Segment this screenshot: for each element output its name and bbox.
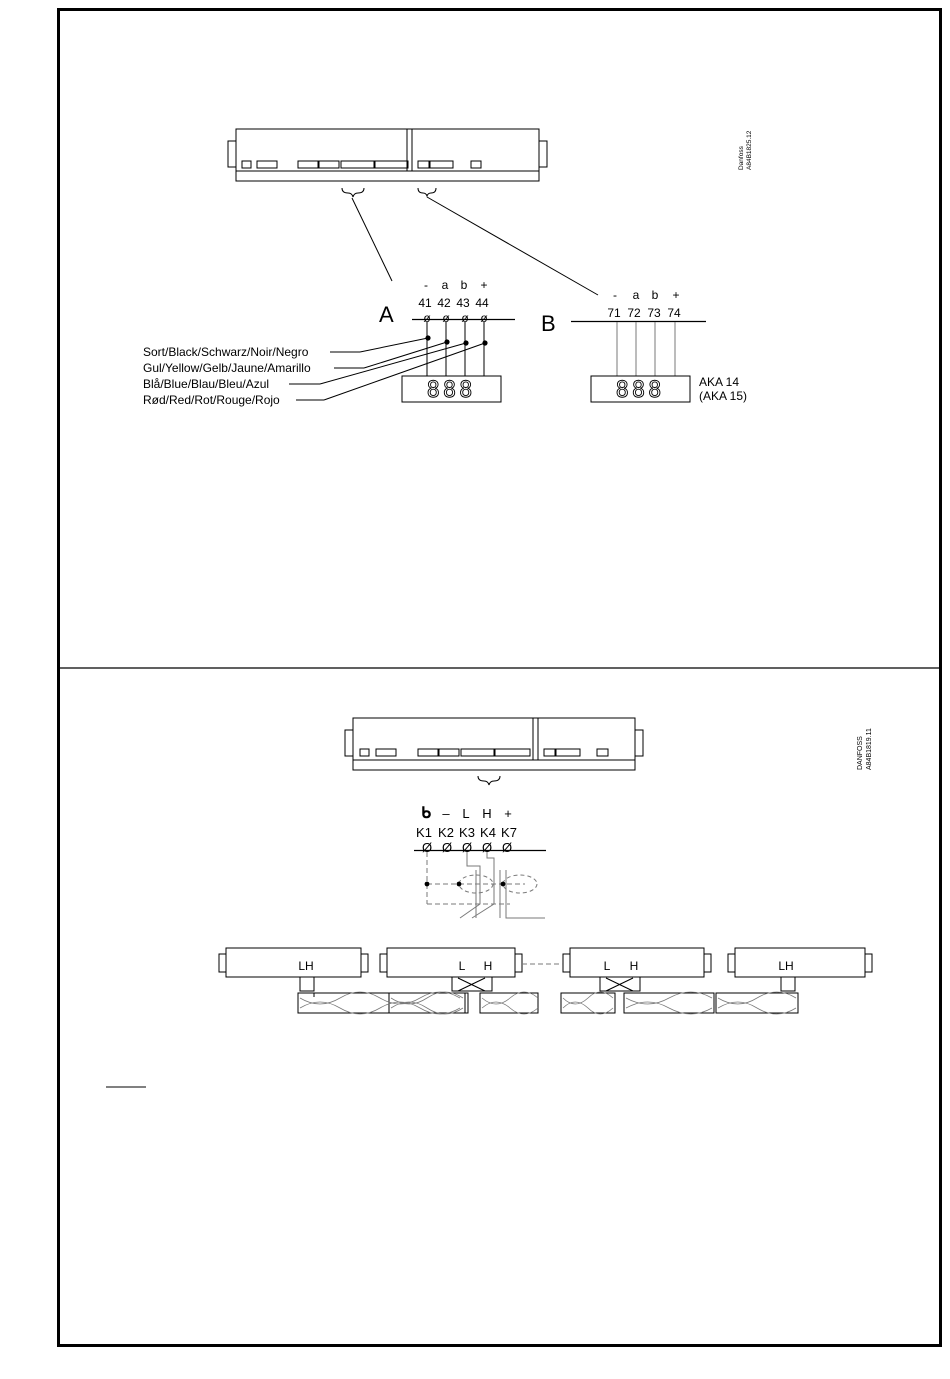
- bottom-controller-unit: [345, 718, 643, 770]
- bottom-ref-code-2: A84B1819.11: [866, 728, 873, 770]
- module-3-label-h: H: [630, 959, 639, 973]
- bottom-sign-minus: –: [442, 806, 450, 821]
- module-3-label-l: L: [604, 959, 611, 973]
- top-controller-unit: [228, 129, 547, 181]
- module-2-label-h: H: [484, 959, 493, 973]
- group-b-terminal-73: 73: [647, 306, 661, 320]
- group-b-sign-a: a: [633, 288, 640, 302]
- module-4-label: LH: [778, 959, 793, 973]
- display-label-aka15: (AKA 15): [699, 389, 747, 403]
- group-b-letter: B: [541, 311, 556, 336]
- bus-cable-lines: [427, 852, 545, 918]
- group-b-terminal-74: 74: [667, 306, 681, 320]
- bottom-sign-plus: +: [504, 806, 512, 821]
- group-a-display-digits: 888: [427, 378, 476, 403]
- bottom-unit-bracket: [478, 776, 500, 785]
- group-a-terminal-44: 44: [475, 296, 489, 310]
- wire-color-blue: Blå/Blue/Blau/Bleu/Azul: [143, 377, 269, 391]
- display-label-aka14: AKA 14: [699, 375, 739, 389]
- module-4: [716, 948, 872, 1013]
- group-a-terminal-42: 42: [437, 296, 451, 310]
- group-a-sign-a: a: [442, 278, 449, 292]
- wire-color-yellow: Gul/Yellow/Gelb/Jaune/Amarillo: [143, 361, 311, 375]
- bottom-terminal-k7: K7: [501, 825, 517, 840]
- bottom-terminal-k4: K4: [480, 825, 496, 840]
- group-b-sign-b: b: [652, 288, 659, 302]
- top-ref-code-1: Danfoss: [738, 145, 745, 170]
- group-b-sign-minus: -: [613, 288, 617, 302]
- bottom-terminal-k1: K1: [416, 825, 432, 840]
- group-a-sign-plus: +: [480, 278, 487, 292]
- network-modules: [219, 948, 872, 1013]
- group-b-display-digits: 888: [616, 378, 665, 403]
- wire-color-black: Sort/Black/Schwarz/Noir/Negro: [143, 345, 309, 359]
- bottom-screw-2: Ø: [442, 840, 452, 855]
- module-2-label-l: L: [459, 959, 466, 973]
- group-a-terminal-43: 43: [456, 296, 470, 310]
- cable-twist-patterns: [300, 992, 796, 1014]
- group-a-terminal-41: 41: [418, 296, 432, 310]
- group-a-wire-junctions: [425, 335, 487, 345]
- bottom-terminal-k3: K3: [459, 825, 475, 840]
- page-frame: [59, 10, 941, 1346]
- bottom-sign-l: L: [462, 806, 469, 821]
- module-1-label: LH: [298, 959, 313, 973]
- group-a-letter: A: [379, 302, 394, 327]
- top-unit-brackets: [342, 188, 598, 295]
- bottom-terminal-k2: K2: [438, 825, 454, 840]
- top-ref-code-2: A84B1825.12: [746, 130, 753, 170]
- bottom-screw-5: Ø: [502, 840, 512, 855]
- module-1: [219, 948, 468, 1013]
- group-b-terminal-72: 72: [627, 306, 641, 320]
- group-a-sign-minus: -: [424, 278, 428, 292]
- wire-color-red: Rød/Red/Rot/Rouge/Rojo: [143, 393, 280, 407]
- bottom-ref-code-1: DANFOSS: [857, 736, 864, 770]
- bottom-sign-shield: ᑲ: [421, 805, 431, 822]
- bottom-sign-h: H: [482, 806, 491, 821]
- group-b-wires: [617, 322, 675, 376]
- group-b-sign-plus: +: [672, 288, 679, 302]
- group-b-terminal-71: 71: [607, 306, 621, 320]
- group-a-sign-b: b: [461, 278, 468, 292]
